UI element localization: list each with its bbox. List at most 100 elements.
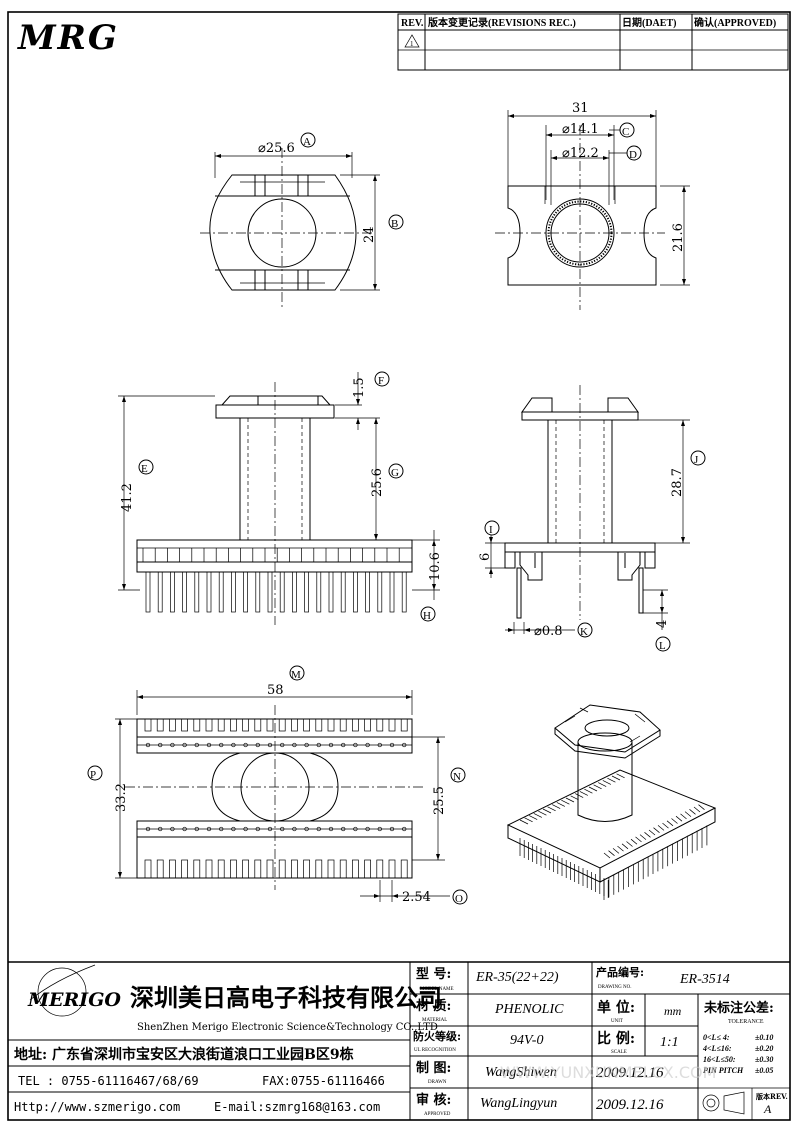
- bottom-pin-hole: [206, 826, 212, 832]
- iso-comb-tooth: [644, 832, 651, 838]
- iso-comb-tooth: [684, 811, 692, 817]
- bottom-pin-hole: [194, 826, 199, 832]
- iso-comb-tooth: [603, 852, 611, 859]
- dim-f-value: 1.5: [352, 377, 367, 398]
- dim-k-value: ⌀0.8: [534, 624, 563, 639]
- drawn-date-value: 2009.12.16: [596, 1065, 664, 1081]
- dim-l-value: 4: [655, 620, 670, 628]
- front-pin: [328, 571, 334, 613]
- bottom-pin-hole: [219, 826, 224, 832]
- bottom-slot: [400, 859, 408, 879]
- tag-e: [138, 459, 154, 475]
- front-pins: [142, 548, 407, 613]
- bottom-slot: [352, 859, 359, 879]
- drawing-no-label-cn: 产品编号:: [596, 965, 644, 979]
- front-pin: [145, 571, 151, 613]
- scale-label-cn: 比 例:: [597, 1030, 635, 1047]
- tag-m-label: M: [291, 669, 301, 681]
- unit-label-cn: 单 位:: [597, 999, 635, 1016]
- material-label-cn: 材 质:: [416, 998, 451, 1014]
- bottom-slot: [291, 859, 298, 879]
- bottom-pin-hole: [243, 826, 248, 832]
- top-slot: [352, 718, 359, 732]
- dim-b-value: 24: [362, 226, 377, 243]
- tolerance-value: ±0.05: [755, 1066, 773, 1075]
- bottom-pin-hole: [182, 826, 187, 832]
- bottom-bot-teeth: [136, 826, 413, 879]
- bottom-pin-hole: [255, 826, 260, 832]
- unit-label-en: UNIT: [611, 1019, 623, 1024]
- bottom-comb: [136, 836, 413, 879]
- front-pin: [267, 571, 273, 613]
- scale-label-en: SCALE: [611, 1050, 627, 1055]
- approved-by-value: WangLingyun: [480, 1096, 557, 1111]
- bottom-pin-hole: [158, 826, 163, 832]
- drawn-label-cn: 制 图:: [416, 1060, 451, 1076]
- top-view-side: [495, 110, 690, 310]
- tag-i: [484, 520, 500, 536]
- top-slot: [193, 718, 201, 732]
- front-pin: [389, 571, 395, 613]
- bottom-slot: [156, 859, 164, 879]
- top-slot: [339, 718, 347, 732]
- front-pin: [365, 571, 370, 613]
- iso-comb-tooth: [657, 825, 665, 831]
- dim-21-value: 21.6: [671, 223, 686, 252]
- ul-label-en: UL RECOGNITION: [414, 1048, 456, 1053]
- tolerance-table: 0<L≤ 4:±0.104<L≤16:±0.2016<L≤50:±0.30PIN…: [702, 1033, 773, 1075]
- tag-o-label: O: [455, 893, 463, 905]
- bottom-slot: [388, 859, 396, 879]
- top-slot: [400, 718, 408, 732]
- tag-n: [450, 767, 466, 783]
- bottom-slot: [193, 859, 201, 879]
- bottom-slot: [144, 859, 152, 879]
- tolerance-label-en: TOLERANCE: [728, 1019, 764, 1025]
- approved-header: 确认(APPROVED): [694, 16, 776, 29]
- dim-m-value: 58: [267, 683, 284, 698]
- tag-i-label: I: [489, 524, 493, 536]
- bottom-top-teeth: [136, 718, 413, 748]
- dim-n-value: 25.5: [432, 786, 447, 815]
- bottom-slot: [217, 859, 225, 879]
- isometric-view: [506, 704, 717, 900]
- bottom-pin-hole: [389, 826, 395, 832]
- bottom-slot: [278, 859, 286, 879]
- front-pin: [182, 571, 187, 613]
- tag-h-label: H: [423, 610, 431, 622]
- front-view: [118, 372, 440, 625]
- watermark: WWW.YUNXUNMELCX.COM: [500, 1063, 716, 1082]
- model-value: ER-35(22+22): [475, 970, 559, 985]
- bottom-slot: [242, 859, 249, 879]
- top-slot: [181, 718, 188, 732]
- company-cn: 深圳美日高电子科技有限公司: [130, 983, 442, 1012]
- tolerance-value: ±0.10: [755, 1033, 773, 1042]
- iso-comb-tooth: [565, 797, 575, 803]
- front-pin: [304, 571, 309, 613]
- bottom-pin-hole: [280, 826, 285, 832]
- tag-l-label: L: [659, 640, 666, 652]
- bottom-pin-hole: [341, 826, 346, 832]
- bottom-slot: [327, 859, 335, 879]
- address-text: 地址: 广东省深圳市宝安区大浪街道浪口工业园B区9栋: [14, 1046, 354, 1063]
- bottom-slot: [339, 859, 347, 879]
- iso-comb-tooth: [547, 806, 556, 812]
- tag-a: [300, 132, 316, 148]
- bottom-slot: [205, 859, 213, 879]
- approved-label-en: APPROVED: [424, 1112, 451, 1117]
- tag-k-label: K: [580, 626, 588, 638]
- dim-c-value: ⌀14.1: [562, 122, 599, 137]
- rev-symbol: 1: [410, 40, 414, 48]
- logo-text: MRG: [17, 18, 119, 58]
- top-slot: [303, 718, 310, 732]
- front-pin: [292, 571, 297, 613]
- bottom-slot: [230, 859, 237, 879]
- rev-value: A: [763, 1102, 772, 1116]
- tag-d-label: D: [629, 149, 637, 161]
- drawn-by-value: WangShiwen: [485, 1065, 557, 1080]
- iso-comb-tooth: [608, 850, 615, 856]
- iso-comb-tooth: [626, 841, 633, 847]
- rev-triangle-icon: [404, 34, 420, 48]
- dim-e-value: 41.2: [120, 483, 135, 512]
- iso-comb-tooth: [666, 820, 674, 827]
- iso-comb-tooth: [529, 815, 538, 820]
